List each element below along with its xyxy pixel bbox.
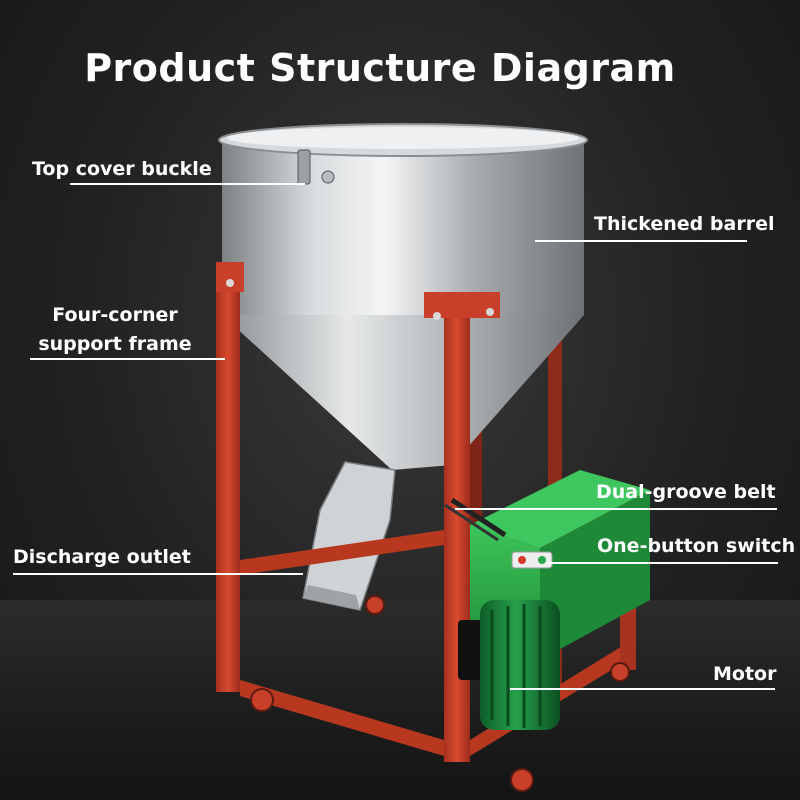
front-left-leg bbox=[216, 262, 240, 692]
label-one-button-switch: One-button switch bbox=[597, 535, 796, 557]
label-support-frame-line1: Four-corner bbox=[52, 304, 178, 326]
wheel-front-right bbox=[510, 768, 534, 792]
leader-line-motor bbox=[510, 688, 775, 690]
leader-line-discharge-outlet bbox=[13, 573, 303, 575]
right-bracket-bolt-1 bbox=[433, 312, 441, 320]
switch-start-button bbox=[538, 556, 546, 564]
left-bracket-bolt bbox=[226, 279, 234, 287]
motor-box-side bbox=[540, 490, 650, 660]
buckle-bolt bbox=[321, 170, 335, 184]
switch-stop-button bbox=[518, 556, 526, 564]
label-motor: Motor bbox=[713, 663, 777, 685]
drive-belt bbox=[450, 497, 507, 538]
middle-crossbar-left bbox=[240, 530, 444, 575]
wheel-back-right bbox=[610, 662, 630, 682]
label-thickened-barrel: Thickened barrel bbox=[594, 213, 775, 235]
leader-line-support-frame bbox=[30, 358, 225, 360]
leader-line-top-cover-buckle bbox=[70, 183, 305, 185]
front-right-post bbox=[444, 292, 470, 762]
buckle-clip bbox=[297, 149, 311, 185]
label-top-cover-buckle: Top cover buckle bbox=[32, 158, 212, 180]
barrel-top-rim bbox=[227, 127, 579, 149]
label-dual-groove-belt: Dual-groove belt bbox=[596, 481, 776, 503]
right-bracket-bolt-2 bbox=[486, 308, 494, 316]
floor-background bbox=[0, 600, 800, 800]
label-support-frame-line2: support frame bbox=[38, 333, 192, 355]
wheel-back-left bbox=[365, 595, 385, 615]
wheel-front-left bbox=[250, 688, 274, 712]
bottom-crossbar-left bbox=[240, 680, 444, 756]
leader-line-one-button-switch bbox=[548, 562, 778, 564]
page-title: Product Structure Diagram bbox=[84, 46, 676, 90]
barrel-cone bbox=[222, 315, 584, 470]
discharge-chute-lip bbox=[303, 585, 360, 610]
left-top-bracket bbox=[216, 262, 244, 292]
leader-line-thickened-barrel bbox=[535, 240, 747, 242]
label-discharge-outlet: Discharge outlet bbox=[13, 546, 191, 568]
drive-belt-2 bbox=[444, 503, 499, 542]
barrel-cylinder bbox=[222, 140, 584, 315]
leader-line-dual-groove-belt bbox=[455, 508, 777, 510]
